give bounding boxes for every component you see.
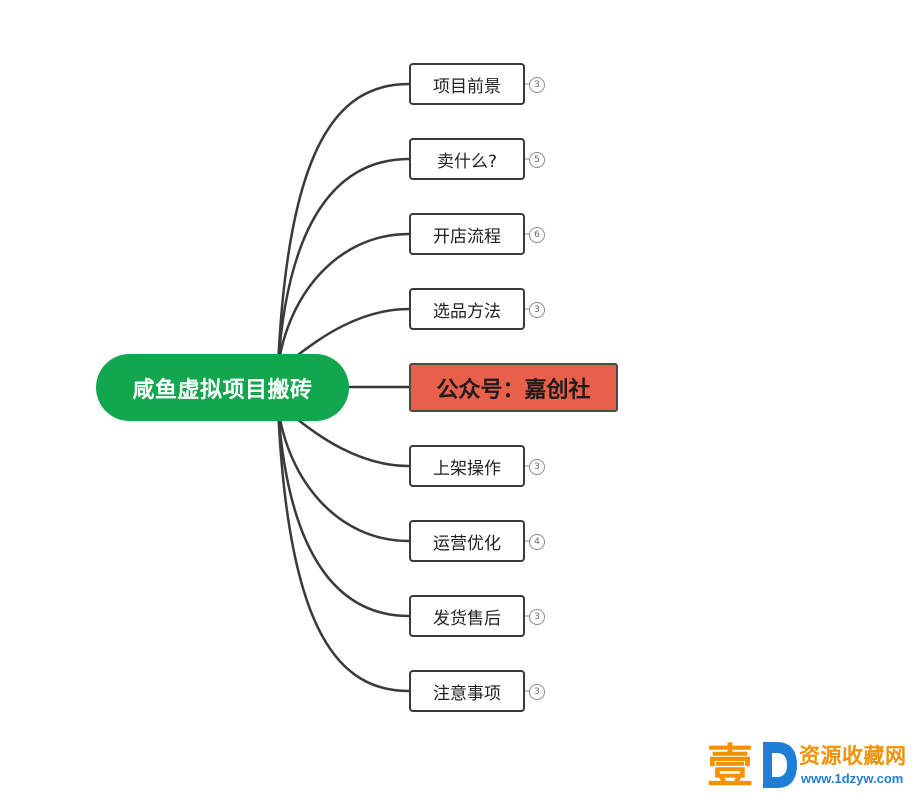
connector-line [276,232,411,369]
branch-node-shipping[interactable]: 发货售后 [409,595,525,637]
branch-node-store-setup[interactable]: 开店流程 [409,213,525,255]
collapse-count-badge[interactable]: 3 [529,302,545,318]
watermark-url: www.1dzyw.com [801,771,904,786]
connector-line [276,405,411,618]
branch-node-product-selection[interactable]: 选品方法 [409,288,525,330]
watermark-logo: 壹 资源收藏网 www.1dzyw.com [707,738,922,794]
branch-node-listing[interactable]: 上架操作 [409,445,525,487]
watermark-char: 壹 [707,739,753,793]
collapse-count-badge[interactable]: 6 [529,227,545,243]
connector-line [276,157,411,369]
branch-node-project-outlook[interactable]: 项目前景 [409,63,525,105]
collapse-count-badge[interactable]: 3 [529,77,545,93]
connector-line [276,82,411,369]
branch-node-notes[interactable]: 注意事项 [409,670,525,712]
d-letter-icon [763,742,797,788]
collapse-count-badge[interactable]: 3 [529,684,545,700]
branch-node-what-to-sell[interactable]: 卖什么? [409,138,525,180]
collapse-count-badge[interactable]: 4 [529,534,545,550]
connector-line [276,405,411,693]
collapse-count-badge[interactable]: 3 [529,609,545,625]
connector-line [276,405,411,543]
branch-node-official-account[interactable]: 公众号：嘉创社 [409,363,618,412]
watermark-site-name: 资源收藏网 [799,744,907,768]
collapse-count-badge[interactable]: 3 [529,459,545,475]
collapse-count-badge[interactable]: 5 [529,152,545,168]
root-node[interactable]: 咸鱼虚拟项目搬砖 [96,354,349,421]
branch-node-operations[interactable]: 运营优化 [409,520,525,562]
